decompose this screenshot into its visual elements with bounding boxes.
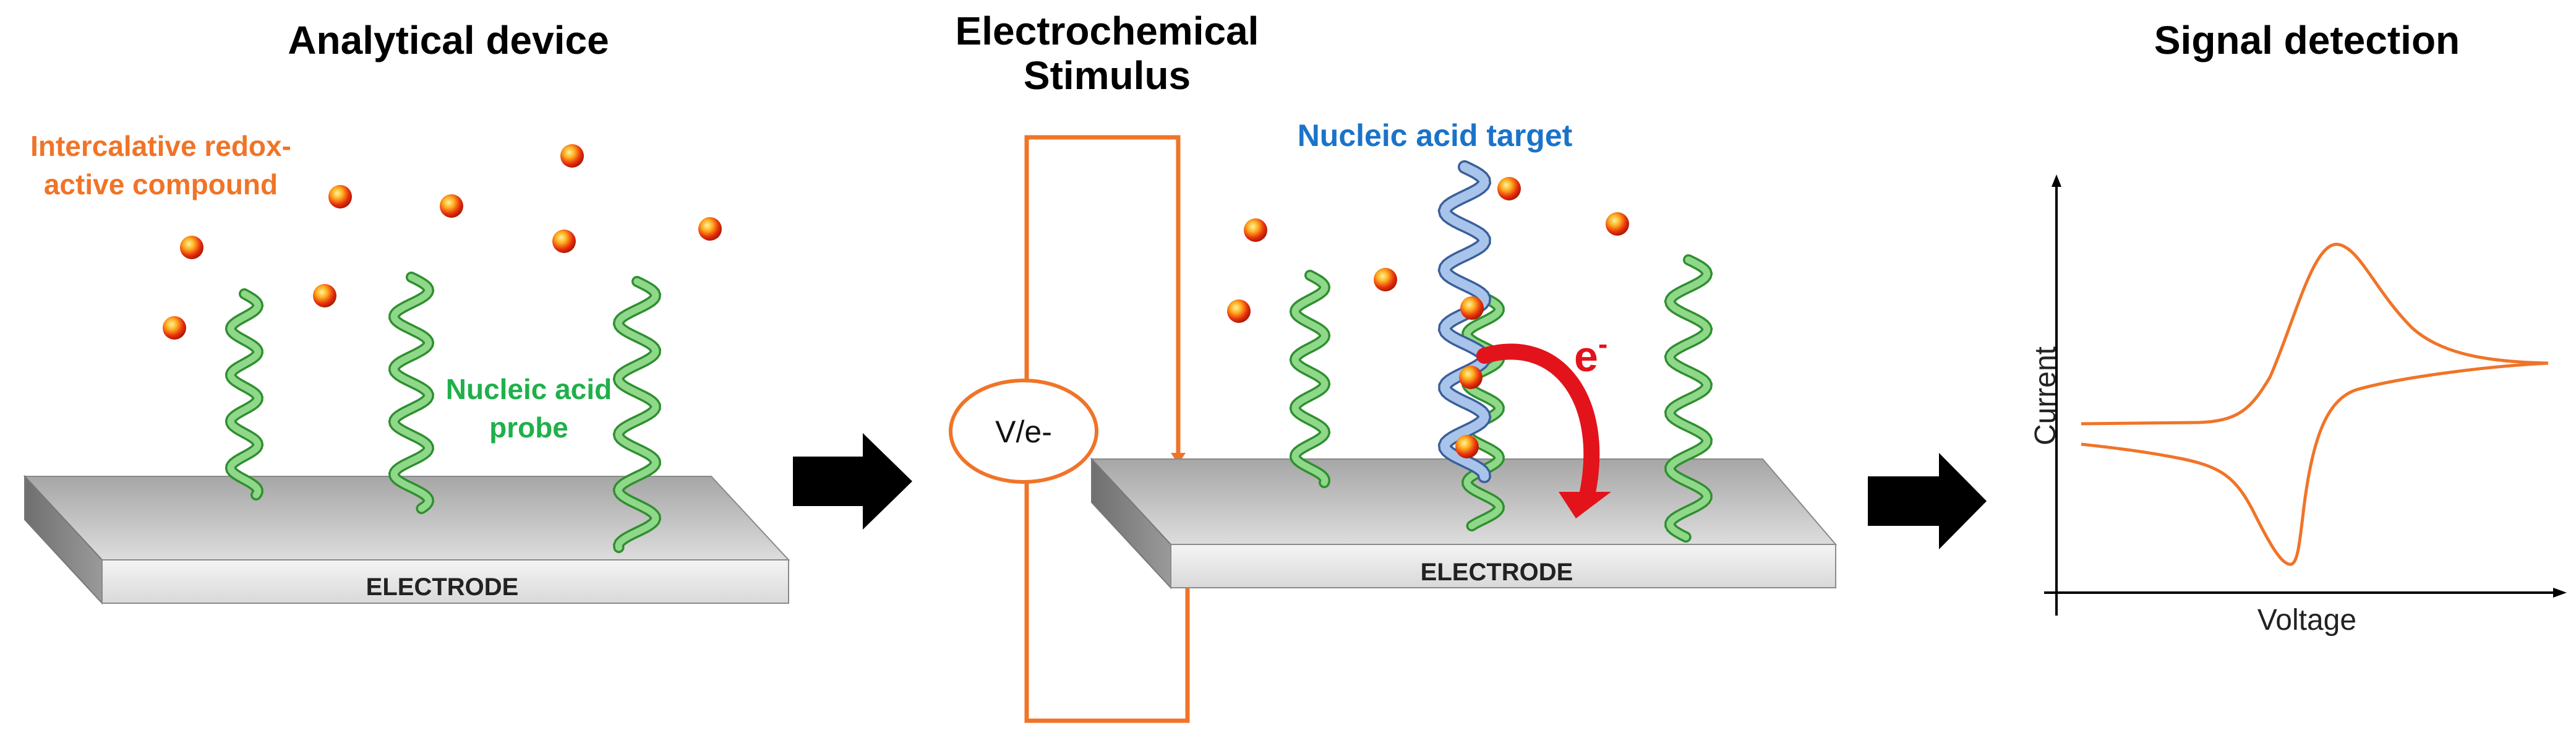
flow-arrow-1 bbox=[793, 433, 912, 530]
voltammogram-curve bbox=[2081, 243, 2549, 566]
compound-label-line1: Intercalative redox- bbox=[30, 130, 291, 162]
nucleic-acid-probe bbox=[225, 288, 264, 500]
compound-label-line2: active compound bbox=[43, 168, 278, 200]
redox-compound-sphere bbox=[552, 230, 576, 253]
redox-compound-sphere bbox=[440, 194, 463, 218]
electrode-2 bbox=[1090, 457, 1838, 590]
x-axis-arrowhead bbox=[2553, 588, 2567, 598]
electron-label: e- bbox=[1574, 328, 1607, 380]
nucleic-acid-probe bbox=[612, 276, 662, 553]
y-axis-arrowhead bbox=[2052, 174, 2061, 187]
stimulus-title-line2: Stimulus bbox=[1023, 53, 1191, 98]
analytical-panel: ELECTRODE bbox=[23, 144, 790, 605]
nucleic-acid-probe bbox=[1289, 270, 1331, 488]
electrode-2-label: ELECTRODE bbox=[1421, 559, 1573, 586]
redox-compound-sphere bbox=[1227, 299, 1251, 323]
target-label: Nucleic acid target bbox=[1297, 118, 1573, 153]
redox-compound-sphere bbox=[1459, 366, 1483, 389]
nucleic-acid-probe bbox=[1664, 254, 1713, 543]
voltage-source bbox=[949, 379, 1098, 484]
redox-compound-sphere bbox=[698, 217, 722, 241]
redox-compound-sphere bbox=[1497, 177, 1521, 200]
voltage-source-label: V/e- bbox=[995, 414, 1052, 449]
nucleic-acid-probe bbox=[388, 272, 435, 514]
redox-compound-sphere bbox=[560, 144, 584, 168]
voltage-axis-label: Voltage bbox=[2257, 604, 2357, 637]
flow-arrow-2 bbox=[1868, 453, 1987, 549]
nucleic-acid-probe bbox=[1461, 291, 1505, 531]
stimulus-title: Electrochemical Stimulus bbox=[891, 9, 1324, 98]
redox-compound-sphere bbox=[328, 185, 352, 208]
redox-compound-sphere bbox=[1455, 435, 1479, 458]
redox-compound-sphere bbox=[1374, 268, 1397, 291]
detection-panel bbox=[2044, 174, 2567, 616]
compound-label: Intercalative redox- active compound bbox=[6, 127, 315, 204]
plot-axes bbox=[2044, 186, 2554, 616]
redox-compound-sphere bbox=[1460, 296, 1484, 320]
redox-compound-sphere bbox=[1244, 218, 1267, 242]
redox-compound-sphere bbox=[163, 316, 186, 340]
electrode-1-label: ELECTRODE bbox=[366, 573, 519, 601]
circuit-wire bbox=[1024, 135, 1190, 723]
stimulus-title-line1: Electrochemical bbox=[955, 9, 1259, 53]
redox-compound-sphere bbox=[313, 284, 336, 307]
detection-title: Signal detection bbox=[2154, 18, 2460, 62]
probe-label-line2: probe bbox=[489, 411, 568, 444]
probe-label: Nucleic acid probe bbox=[427, 370, 631, 447]
current-axis-label: Current bbox=[2029, 346, 2062, 446]
analytical-title: Analytical device bbox=[288, 18, 609, 62]
stimulus-panel: ELECTRODE V/e- e- bbox=[949, 135, 1838, 723]
redox-compound-sphere bbox=[1606, 212, 1629, 236]
redox-compound-sphere bbox=[180, 236, 203, 259]
nucleic-acid-target bbox=[1437, 160, 1492, 483]
electron-transfer-arrow bbox=[1476, 343, 1611, 518]
probe-label-line1: Nucleic acid bbox=[445, 373, 612, 405]
electrode-1 bbox=[23, 475, 790, 605]
